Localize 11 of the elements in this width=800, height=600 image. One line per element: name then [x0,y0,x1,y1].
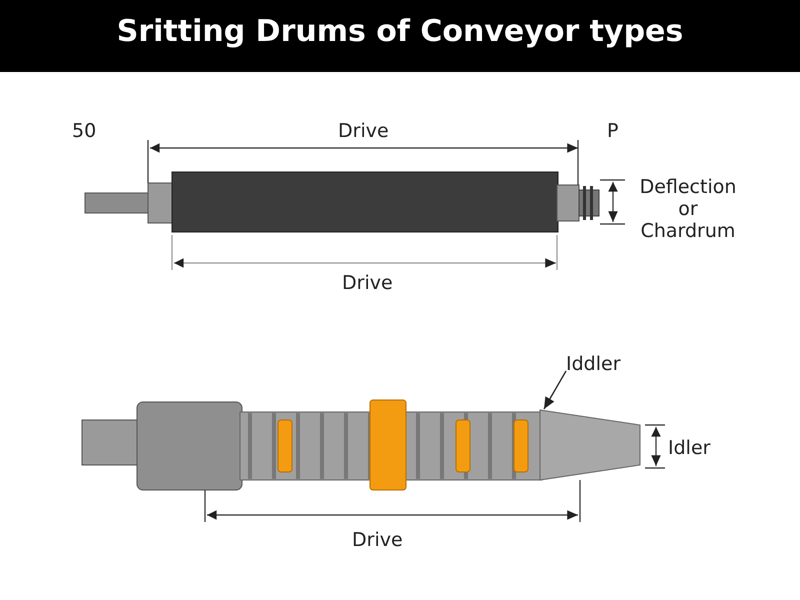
part-label: Iddler [566,353,621,375]
dimension-label: Deflection or Chardrum [638,176,738,242]
dimension-label: Drive [352,529,403,551]
dimension-label: Drive [338,120,389,142]
dimension-label: 50 [72,120,96,142]
dimension-label: Drive [342,272,393,294]
leader-line [543,370,567,410]
title: Sritting Drums of Conveyor types [116,14,684,49]
dimension-label: P [607,120,618,142]
tapered-drum-end [540,409,640,481]
dimension-label: Idler [668,437,710,459]
